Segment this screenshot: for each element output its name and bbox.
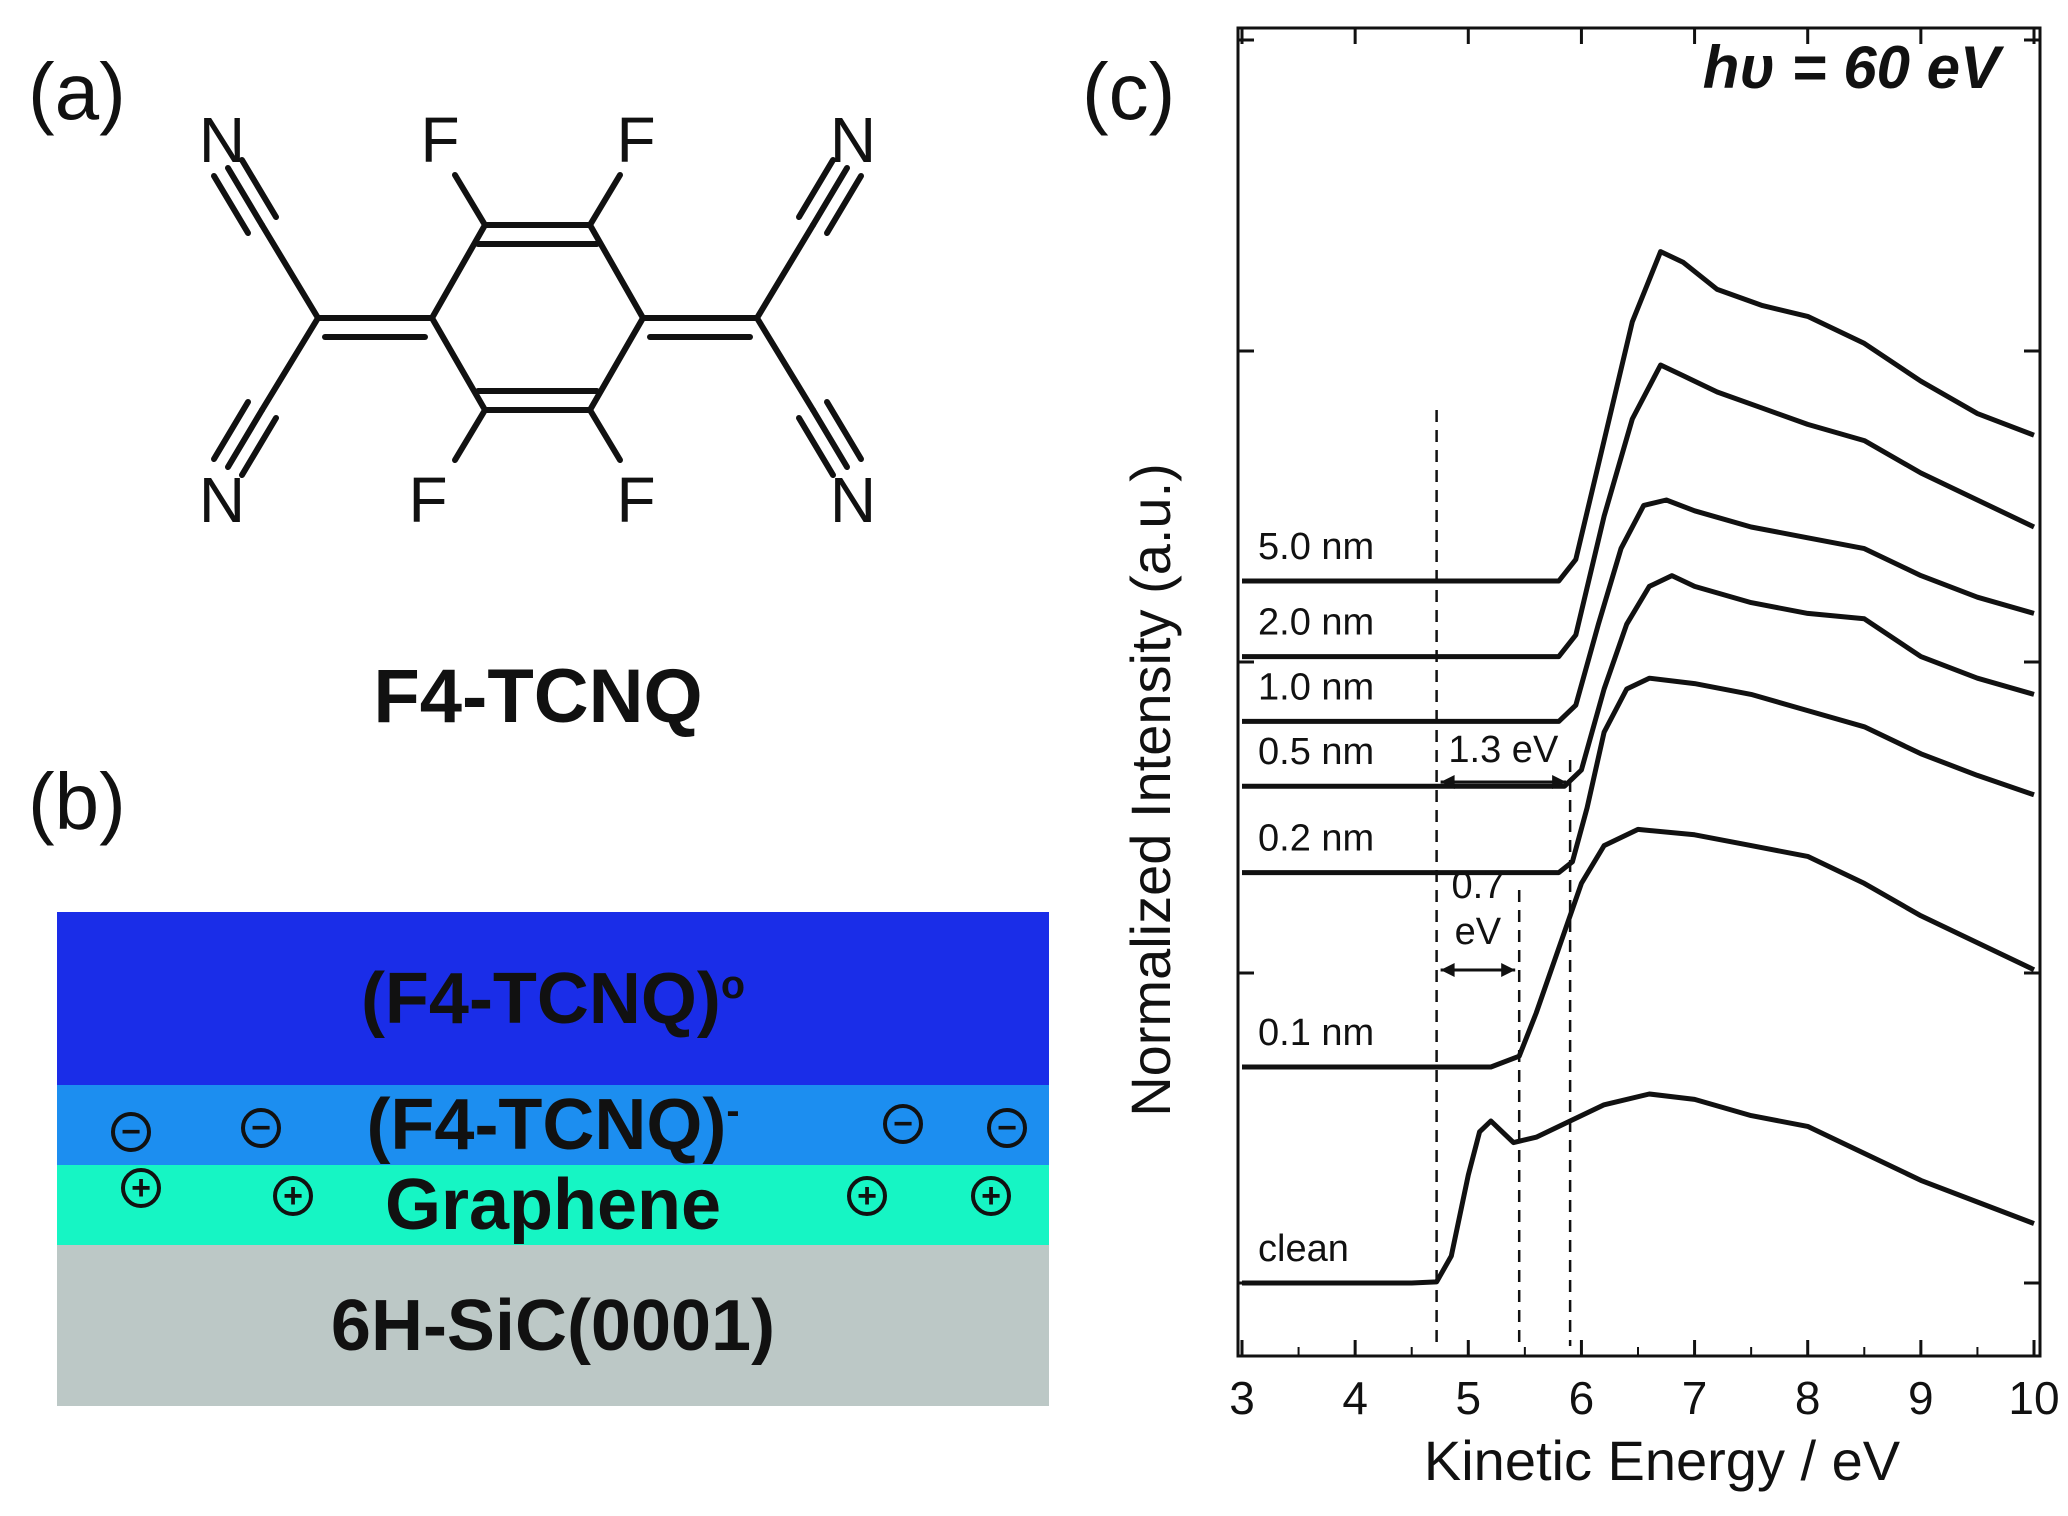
- triple-bond: [810, 407, 850, 470]
- single-bond: [259, 222, 321, 321]
- arrow-head: [1440, 963, 1455, 977]
- cf-bond: [587, 172, 623, 228]
- series-label: 0.2 nm: [1258, 818, 1374, 860]
- positive-charge-icon: +: [847, 1176, 887, 1216]
- molecule-name: F4-TCNQ: [373, 654, 702, 739]
- atom-n: N: [199, 104, 245, 176]
- single-bond: [754, 222, 816, 321]
- layer-graphene: Graphene: [57, 1165, 1049, 1245]
- negative-charge-icon: −: [883, 1104, 923, 1144]
- cf-bond: [452, 407, 488, 463]
- series-label: 2.0 nm: [1258, 602, 1374, 644]
- series-line-0-5-nm: [1242, 573, 2035, 789]
- triple-bond: [796, 157, 836, 220]
- panel-label-b: (b): [28, 757, 126, 846]
- positive-charge-icon: +: [971, 1176, 1011, 1216]
- series-line-5-0-nm: [1242, 249, 2035, 584]
- ring-bond: [587, 222, 646, 321]
- x-tick-label: 10: [2008, 1372, 2059, 1424]
- cf-bond: [452, 172, 488, 228]
- series-label: 0.5 nm: [1258, 731, 1374, 773]
- x-tick-label: 6: [1569, 1372, 1595, 1424]
- x-tick-label: 5: [1455, 1372, 1481, 1424]
- annotation-label: 0.7: [1451, 865, 1504, 907]
- series-label: 5.0 nm: [1258, 526, 1374, 568]
- atom-f: F: [420, 104, 459, 176]
- series-line-1-0-nm: [1242, 497, 2035, 724]
- layer-substrate: 6H-SiC(0001): [57, 1245, 1049, 1406]
- triple-bond: [225, 407, 265, 470]
- ring-bond: [587, 315, 646, 413]
- series-label: clean: [1258, 1228, 1349, 1270]
- annotation-label: 1.3 eV: [1448, 729, 1559, 771]
- atom-n: N: [830, 104, 876, 176]
- negative-charge-icon: −: [987, 1108, 1027, 1148]
- layer-neutral-label: (F4-TCNQ)o: [360, 958, 746, 1039]
- negative-charge-icon: −: [111, 1112, 151, 1152]
- chart-title: hυ = 60 eV: [1703, 34, 2005, 101]
- single-bond: [754, 315, 816, 413]
- x-tick-label: 8: [1795, 1372, 1821, 1424]
- ring-bond: [429, 315, 488, 413]
- triple-bond: [211, 173, 251, 236]
- layer-neutral: (F4-TCNQ)o: [57, 912, 1049, 1085]
- y-axis-label: Normalized Intensity (a.u.): [1119, 463, 1182, 1117]
- atom-f: F: [408, 464, 447, 536]
- layer-substrate-label: 6H-SiC(0001): [330, 1285, 776, 1366]
- arrow-head: [1501, 963, 1516, 977]
- panel-label-c: (c): [1082, 47, 1176, 136]
- layer-graphene-label: Graphene: [384, 1165, 722, 1245]
- layer-anion-label: (F4-TCNQ)-: [366, 1085, 740, 1165]
- series-label: 1.0 nm: [1258, 666, 1374, 708]
- atom-n: N: [830, 464, 876, 536]
- cf-bond: [587, 407, 623, 463]
- series-line-0-2-nm: [1242, 675, 2035, 876]
- triple-bond: [796, 415, 836, 478]
- arrow-head: [1440, 775, 1455, 789]
- atom-f: F: [616, 104, 655, 176]
- series-line-2-0-nm: [1242, 362, 2036, 660]
- series-line-0-1-nm: [1242, 826, 2036, 1070]
- x-tick-label: 4: [1342, 1372, 1368, 1424]
- triple-bond: [239, 415, 279, 478]
- single-bond: [259, 315, 321, 413]
- ring-bond: [429, 222, 488, 321]
- atom-f: F: [616, 464, 655, 536]
- molecule-structure: N N N N F F F F F4-TCNQ: [199, 104, 876, 739]
- layer-stack: (F4-TCNQ)o (F4-TCNQ)- Graphene 6H-SiC(00…: [57, 912, 1049, 1406]
- positive-charge-icon: +: [273, 1176, 313, 1216]
- triple-bond: [824, 399, 864, 462]
- x-tick-label: 7: [1682, 1372, 1708, 1424]
- panel-label-a: (a): [28, 47, 126, 136]
- x-tick-label: 9: [1908, 1372, 1934, 1424]
- series-line-clean: [1242, 1091, 2035, 1286]
- arrow-head: [1552, 775, 1567, 789]
- triple-bond: [810, 165, 850, 228]
- x-axis-label: Kinetic Energy / eV: [1424, 1429, 1901, 1492]
- triple-bond: [211, 399, 251, 462]
- x-tick-label: 3: [1229, 1372, 1255, 1424]
- atom-n: N: [199, 464, 245, 536]
- triple-bond: [239, 157, 279, 220]
- positive-charge-icon: +: [121, 1168, 161, 1208]
- triple-bond: [824, 173, 864, 236]
- triple-bond: [225, 165, 265, 228]
- negative-charge-icon: −: [241, 1108, 281, 1148]
- series-label: 0.1 nm: [1258, 1012, 1374, 1054]
- annotation-label: eV: [1455, 911, 1502, 953]
